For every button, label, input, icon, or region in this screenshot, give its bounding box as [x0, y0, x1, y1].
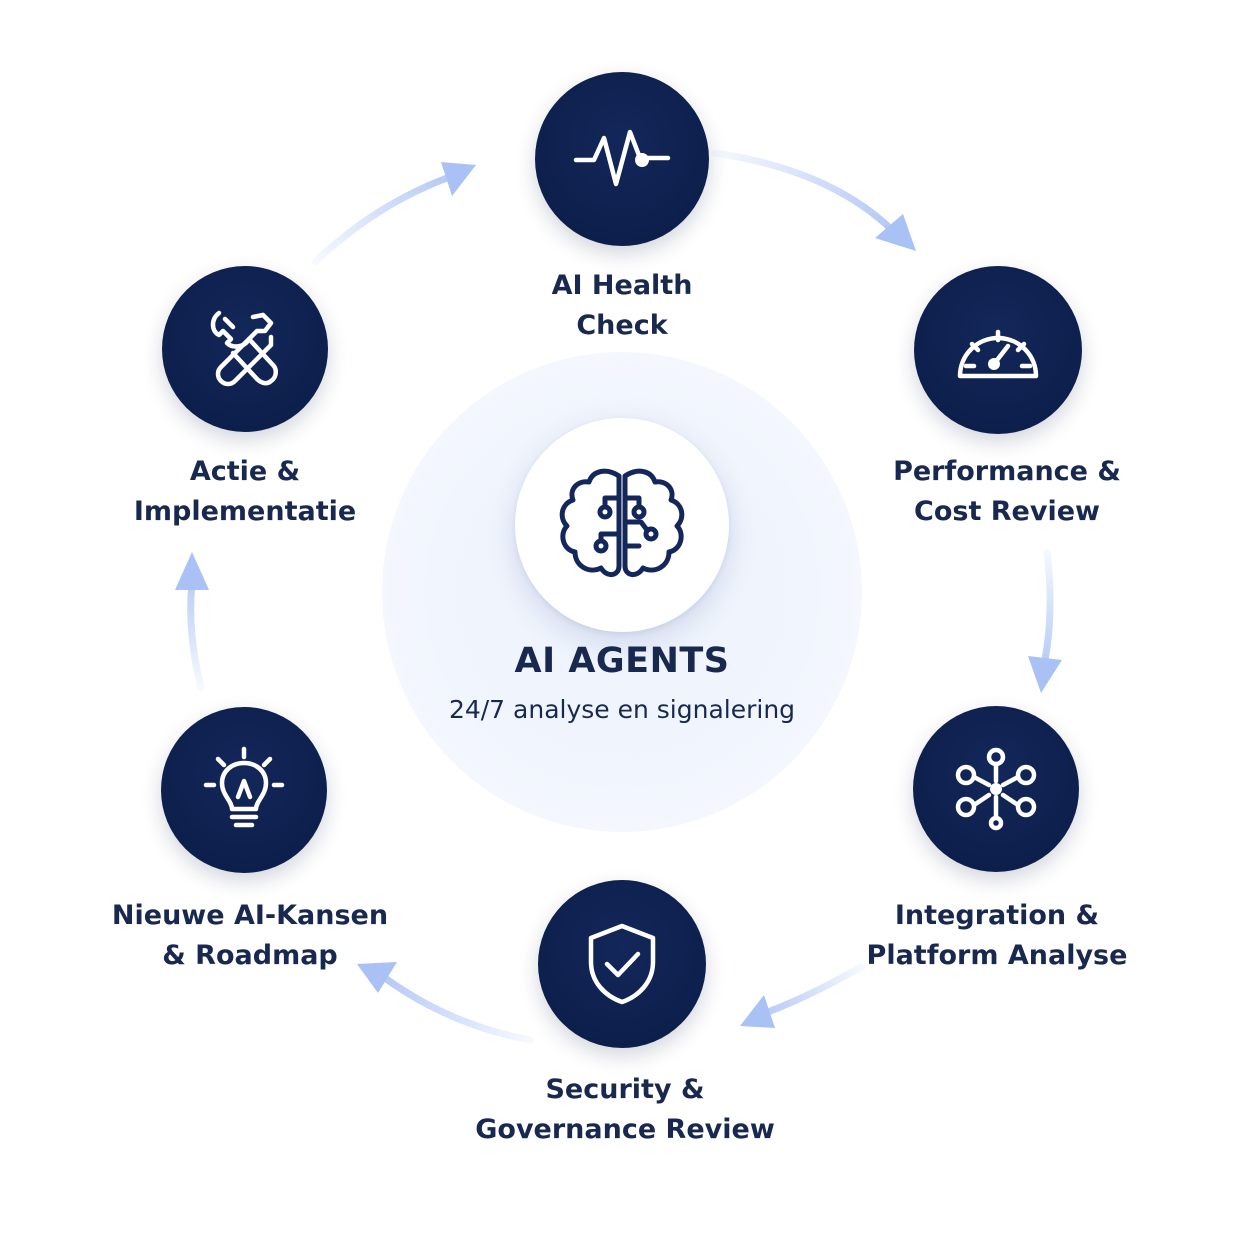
heartbeat-icon	[573, 129, 671, 187]
step-performance-label: Performance & Cost Review	[862, 452, 1152, 532]
step-integration	[913, 706, 1079, 872]
step-roadmap-label: Nieuwe AI-Kansen & Roadmap	[100, 896, 400, 976]
step-action	[162, 266, 328, 432]
step-roadmap-line-2: & Roadmap	[162, 940, 338, 971]
step-integration-line-2: Platform Analyse	[866, 940, 1128, 971]
step-health-check-label: AI Health Check	[480, 266, 764, 346]
wrench-screwdriver-icon	[210, 310, 278, 387]
step-action-label: Actie & Implementatie	[100, 452, 390, 532]
network-nodes-icon	[955, 747, 1037, 831]
step-integration-label: Integration & Platform Analyse	[852, 896, 1142, 976]
brain-circuit-icon	[559, 468, 685, 577]
step-roadmap-line-1: Nieuwe AI-Kansen	[111, 900, 389, 931]
arrow-health-to-performance	[711, 149, 916, 251]
step-integration-line-1: Integration &	[894, 900, 1100, 931]
step-roadmap	[161, 707, 327, 873]
arrow-integration-to-security	[740, 963, 865, 1028]
step-health-check-line-1: AI Health	[551, 270, 693, 301]
step-security-line-2: Governance Review	[475, 1114, 775, 1145]
center-subtitle: 24/7 analyse en signalering	[448, 695, 796, 724]
lightbulb-icon	[203, 746, 285, 828]
arrow-roadmap-to-action	[175, 552, 209, 692]
step-health-check-line-2: Check	[576, 310, 668, 341]
arrow-security-to-roadmap	[357, 962, 534, 1044]
step-action-line-1: Actie &	[189, 456, 301, 487]
arrow-action-to-health	[311, 162, 476, 266]
shield-check-icon	[588, 923, 656, 1005]
step-performance	[914, 266, 1082, 434]
step-security	[538, 880, 706, 1048]
step-performance-line-1: Performance &	[893, 456, 1121, 487]
arrow-performance-to-integration	[1028, 548, 1062, 693]
center-badge	[515, 418, 729, 632]
step-performance-line-2: Cost Review	[914, 496, 1100, 527]
step-health-check	[535, 72, 709, 246]
step-security-label: Security & Governance Review	[470, 1070, 780, 1150]
center-title: AI AGENTS	[514, 641, 730, 681]
step-action-line-2: Implementatie	[133, 496, 357, 527]
speedometer-icon	[957, 329, 1039, 379]
step-security-line-1: Security &	[545, 1074, 705, 1105]
